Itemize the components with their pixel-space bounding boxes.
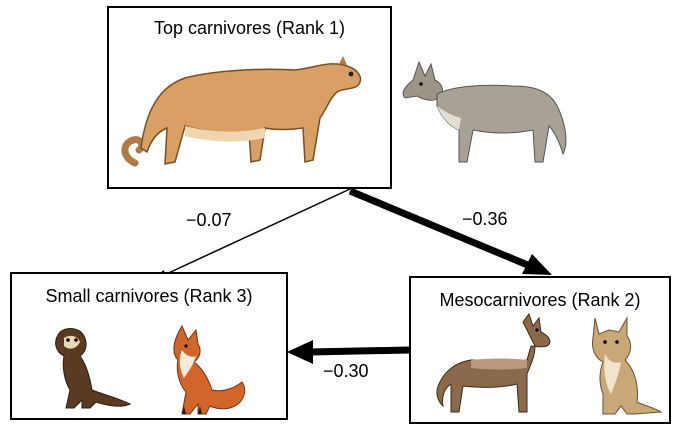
marten-icon — [55, 328, 132, 409]
edge-label-meso-to-small: −0.30 — [323, 361, 369, 381]
edge-meso-to-small-arrowhead — [287, 340, 313, 364]
top-carnivores-box: Top carnivores (Rank 1) — [107, 6, 567, 189]
red-fox-icon — [173, 324, 246, 415]
edge-label-top-to-small: −0.07 — [186, 210, 232, 230]
cougar-icon — [121, 56, 362, 167]
edge-top-to-meso — [348, 187, 532, 270]
coyote-icon — [436, 312, 551, 413]
mesocarnivores-box: Mesocarnivores (Rank 2) — [409, 276, 671, 424]
small-carnivores-title: Small carnivores (Rank 3) — [45, 286, 253, 306]
bobcat-icon — [592, 316, 663, 415]
small-carnivores-box: Small carnivores (Rank 3) — [10, 272, 288, 420]
edge-meso-to-small — [309, 346, 410, 356]
gray-wolf-icon — [402, 60, 567, 163]
edge-label-top-to-meso: −0.36 — [462, 209, 508, 229]
edge-top-to-meso-arrowhead — [522, 254, 552, 275]
top-carnivores-title: Top carnivores (Rank 1) — [153, 18, 346, 38]
mesocarnivores-title: Mesocarnivores (Rank 2) — [439, 290, 641, 310]
edge-top-to-small — [161, 188, 351, 277]
